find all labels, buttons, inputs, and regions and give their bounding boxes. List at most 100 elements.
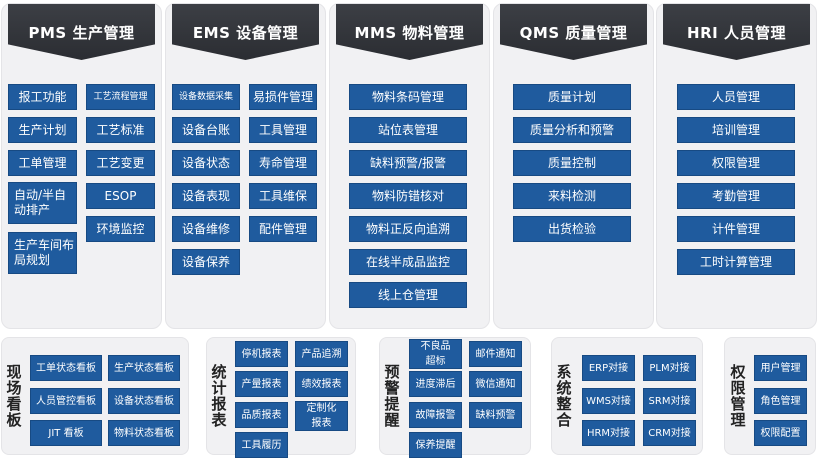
integration-label-char: 系: [556, 363, 572, 381]
pms-item-env[interactable]: 环境监控: [86, 216, 155, 242]
stats-label-char: 表: [211, 411, 227, 429]
integration-plm[interactable]: PLM对接: [643, 355, 696, 381]
qms-item-outgoing[interactable]: 出货检验: [513, 216, 631, 242]
kanban-jit[interactable]: JIT 看板: [30, 420, 102, 446]
alerts-label-char: 提: [384, 395, 400, 413]
stats-custom[interactable]: 定制化报表: [295, 401, 348, 431]
kanban-label-char: 场: [6, 379, 22, 397]
alerts-label-char: 预: [384, 363, 400, 381]
stats-output[interactable]: 产量报表: [235, 371, 288, 397]
hri-item-worktime[interactable]: 工时计算管理: [677, 249, 795, 275]
mms-title: MMS 物料管理: [354, 24, 465, 42]
pms-header: PMS 生产管理: [8, 4, 155, 60]
mms-item-linewarehouse[interactable]: 线上仓管理: [349, 282, 467, 308]
ems-item-wearparts[interactable]: 易损件管理: [249, 84, 317, 110]
permission-label-char: 权: [730, 363, 746, 381]
alerts-defect[interactable]: 不良品超标: [409, 339, 462, 369]
stats-quality[interactable]: 品质报表: [235, 402, 288, 428]
stats-label: 统 计 报 表: [208, 337, 230, 455]
alerts-label: 预 警 提 醒: [381, 337, 403, 455]
pms-item-esop[interactable]: ESOP: [86, 183, 155, 209]
integration-crm[interactable]: CRM对接: [643, 420, 696, 446]
mms-item-shortage[interactable]: 缺料预警/报警: [349, 150, 467, 176]
kanban-label: 现 场 看 板: [3, 337, 25, 455]
ems-item-parts[interactable]: 配件管理: [249, 216, 317, 242]
alerts-shortage[interactable]: 缺料预警: [469, 402, 522, 428]
ems-item-performance[interactable]: 设备表现: [172, 183, 240, 209]
qms-item-analysis[interactable]: 质量分析和预警: [513, 117, 631, 143]
ems-item-maintenance[interactable]: 设备保养: [172, 249, 240, 275]
permission-label-char: 管: [730, 395, 746, 413]
ems-item-ledger[interactable]: 设备台账: [172, 117, 240, 143]
qms-item-control[interactable]: 质量控制: [513, 150, 631, 176]
stats-toolhistory[interactable]: 工具履历: [235, 432, 288, 458]
hri-item-personnel[interactable]: 人员管理: [677, 84, 795, 110]
integration-label-char: 统: [556, 379, 572, 397]
alerts-label-char: 警: [384, 379, 400, 397]
alerts-delay[interactable]: 进度滞后: [409, 371, 462, 397]
qms-header: QMS 质量管理: [500, 4, 647, 60]
ems-item-status[interactable]: 设备状态: [172, 150, 240, 176]
mms-item-trace[interactable]: 物料正反向追溯: [349, 216, 467, 242]
integration-label-char: 合: [556, 411, 572, 429]
permission-label-char: 限: [730, 379, 746, 397]
kanban-production[interactable]: 生产状态看板: [108, 355, 180, 381]
integration-erp[interactable]: ERP对接: [582, 355, 635, 381]
integration-label: 系 统 整 合: [553, 337, 575, 455]
pms-item-scheduling[interactable]: 自动/半自动排产: [8, 182, 77, 224]
ems-item-lifespan[interactable]: 寿命管理: [249, 150, 317, 176]
permission-config[interactable]: 权限配置: [754, 420, 807, 446]
stats-label-char: 计: [211, 379, 227, 397]
ems-title: EMS 设备管理: [192, 24, 299, 42]
hri-item-piecework[interactable]: 计件管理: [677, 216, 795, 242]
alerts-label-char: 醒: [384, 411, 400, 429]
permission-roles[interactable]: 角色管理: [754, 388, 807, 414]
stats-trace[interactable]: 产品追溯: [295, 341, 348, 367]
kanban-equipment[interactable]: 设备状态看板: [108, 388, 180, 414]
integration-hrm[interactable]: HRM对接: [582, 420, 635, 446]
alerts-wechat[interactable]: 微信通知: [469, 371, 522, 397]
mms-header: MMS 物料管理: [336, 4, 483, 60]
integration-label-char: 整: [556, 395, 572, 413]
pms-item-process-flow[interactable]: 工艺流程管理: [86, 84, 155, 110]
kanban-workorder[interactable]: 工单状态看板: [30, 355, 102, 381]
kanban-label-char: 现: [6, 363, 22, 381]
kanban-material[interactable]: 物料状态看板: [108, 420, 180, 446]
pms-item-report[interactable]: 报工功能: [8, 84, 77, 110]
alerts-email[interactable]: 邮件通知: [469, 341, 522, 367]
mms-item-wip[interactable]: 在线半成品监控: [349, 249, 467, 275]
integration-wms[interactable]: WMS对接: [582, 388, 635, 414]
kanban-label-char: 看: [6, 395, 22, 413]
stats-performance[interactable]: 绩效报表: [295, 371, 348, 397]
hri-title: HRI 人员管理: [687, 24, 786, 42]
hri-item-training[interactable]: 培训管理: [677, 117, 795, 143]
hri-item-permission[interactable]: 权限管理: [677, 150, 795, 176]
ems-item-tool-maint[interactable]: 工具维保: [249, 183, 317, 209]
pms-item-process-std[interactable]: 工艺标准: [86, 117, 155, 143]
permission-label: 权 限 管 理: [727, 337, 749, 455]
qms-item-incoming[interactable]: 来料检测: [513, 183, 631, 209]
pms-title: PMS 生产管理: [28, 24, 135, 42]
kanban-label-char: 板: [6, 411, 22, 429]
ems-header: EMS 设备管理: [172, 4, 319, 60]
permission-users[interactable]: 用户管理: [754, 355, 807, 381]
stats-downtime[interactable]: 停机报表: [235, 341, 288, 367]
ems-item-datacollect[interactable]: 设备数据采集: [172, 84, 240, 110]
ems-item-tools[interactable]: 工具管理: [249, 117, 317, 143]
mms-item-errorproof[interactable]: 物料防错核对: [349, 183, 467, 209]
alerts-maintenance[interactable]: 保养提醒: [409, 432, 462, 458]
hri-item-attendance[interactable]: 考勤管理: [677, 183, 795, 209]
kanban-personnel[interactable]: 人员管控看板: [30, 388, 102, 414]
pms-item-layout[interactable]: 生产车间布局规划: [8, 232, 77, 274]
ems-item-repair[interactable]: 设备维修: [172, 216, 240, 242]
alerts-fault[interactable]: 故障报警: [409, 402, 462, 428]
qms-item-plan[interactable]: 质量计划: [513, 84, 631, 110]
permission-label-char: 理: [730, 411, 746, 429]
integration-srm[interactable]: SRM对接: [643, 388, 696, 414]
pms-item-workorder[interactable]: 工单管理: [8, 150, 77, 176]
pms-item-plan[interactable]: 生产计划: [8, 117, 77, 143]
hri-header: HRI 人员管理: [663, 4, 810, 60]
pms-item-process-change[interactable]: 工艺变更: [86, 150, 155, 176]
mms-item-station[interactable]: 站位表管理: [349, 117, 467, 143]
mms-item-barcode[interactable]: 物料条码管理: [349, 84, 467, 110]
